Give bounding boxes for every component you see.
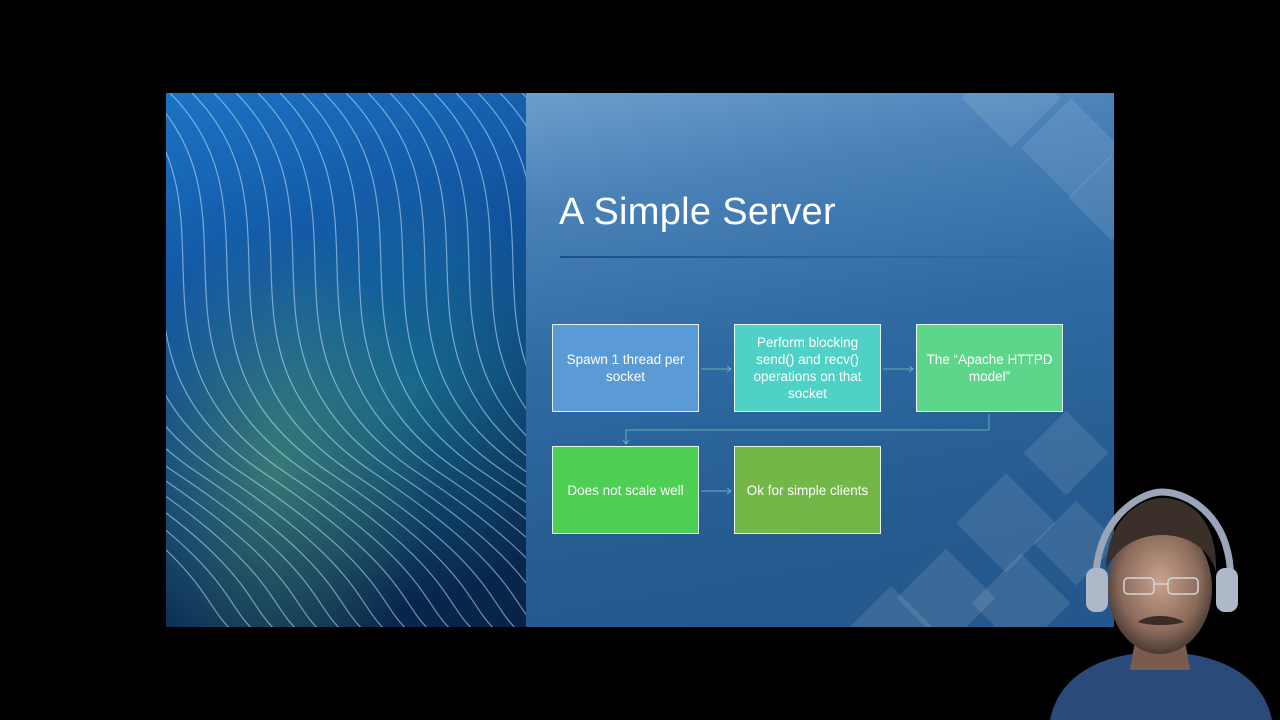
presentation-slide: A Simple Server Spawn 1 thread per socke… bbox=[166, 93, 1114, 627]
wave-line bbox=[166, 394, 406, 627]
wave-line bbox=[367, 93, 526, 473]
wave-line bbox=[433, 93, 526, 410]
wave-line bbox=[191, 93, 516, 627]
wave-line bbox=[499, 93, 526, 127]
glasses-right bbox=[1167, 577, 1199, 595]
wave-line bbox=[345, 93, 526, 488]
arrow-head-2-3 bbox=[908, 365, 914, 373]
flow-step-blocking-io: Perform blocking send() and recv() opera… bbox=[734, 324, 881, 412]
headphone-right bbox=[1216, 568, 1238, 612]
wave-line bbox=[166, 465, 340, 627]
wave-line bbox=[411, 93, 526, 436]
wave-line bbox=[213, 93, 526, 616]
flow-step-does-not-scale: Does not scale well bbox=[552, 446, 699, 534]
wave-line bbox=[279, 93, 526, 539]
arrow-head-1-2 bbox=[726, 365, 732, 373]
wave-line bbox=[301, 93, 526, 520]
presenter-face bbox=[1108, 522, 1212, 654]
wave-line bbox=[389, 93, 526, 456]
flow-connectors bbox=[622, 365, 990, 495]
wave-line bbox=[166, 512, 274, 627]
wave-line bbox=[323, 93, 526, 504]
wave-line bbox=[169, 93, 494, 627]
arrow-3-4 bbox=[625, 414, 990, 444]
arrow-head-4-5 bbox=[726, 487, 732, 495]
wave-line bbox=[235, 93, 526, 584]
flow-step-label: Ok for simple clients bbox=[746, 482, 869, 498]
flow-step-label: The “Apache HTTPD model” bbox=[926, 352, 1053, 384]
flow-step-label: Perform blocking send() and recv() opera… bbox=[753, 335, 862, 401]
arrow-head-3-4 bbox=[622, 439, 630, 445]
presenter-hair bbox=[1106, 498, 1217, 572]
presenter-webcam-icon bbox=[1040, 480, 1280, 720]
presenter-silhouette bbox=[1050, 488, 1272, 720]
flow-step-ok-simple-clients: Ok for simple clients bbox=[734, 446, 881, 534]
presenter-shoulders bbox=[1050, 652, 1272, 720]
wave-line bbox=[166, 495, 296, 627]
flow-step-label: Does not scale well bbox=[567, 482, 684, 498]
flow-step-spawn-thread: Spawn 1 thread per socket bbox=[552, 324, 699, 412]
flow-step-label: Spawn 1 thread per socket bbox=[566, 352, 685, 384]
wave-line bbox=[166, 112, 472, 627]
slide-content-panel: A Simple Server Spawn 1 thread per socke… bbox=[526, 93, 1114, 627]
wave-line bbox=[166, 480, 318, 627]
wave-art-panel bbox=[166, 93, 526, 627]
wave-line bbox=[166, 425, 384, 627]
wave-lines-graphic bbox=[166, 93, 526, 627]
headphones-band bbox=[1092, 488, 1234, 591]
flow-step-apache-model: The “Apache HTTPD model” bbox=[916, 324, 1063, 412]
glasses-left bbox=[1123, 577, 1155, 595]
headphone-left bbox=[1086, 568, 1108, 612]
wave-line bbox=[166, 150, 450, 627]
slide-title: A Simple Server bbox=[559, 191, 836, 233]
wave-line bbox=[455, 93, 526, 367]
wave-line bbox=[166, 447, 362, 627]
title-underline bbox=[560, 256, 1052, 258]
wave-line bbox=[166, 327, 428, 627]
presenter-mustache bbox=[1138, 616, 1184, 625]
wave-line bbox=[257, 93, 526, 559]
wave-line bbox=[166, 549, 230, 627]
wave-line bbox=[166, 529, 252, 627]
